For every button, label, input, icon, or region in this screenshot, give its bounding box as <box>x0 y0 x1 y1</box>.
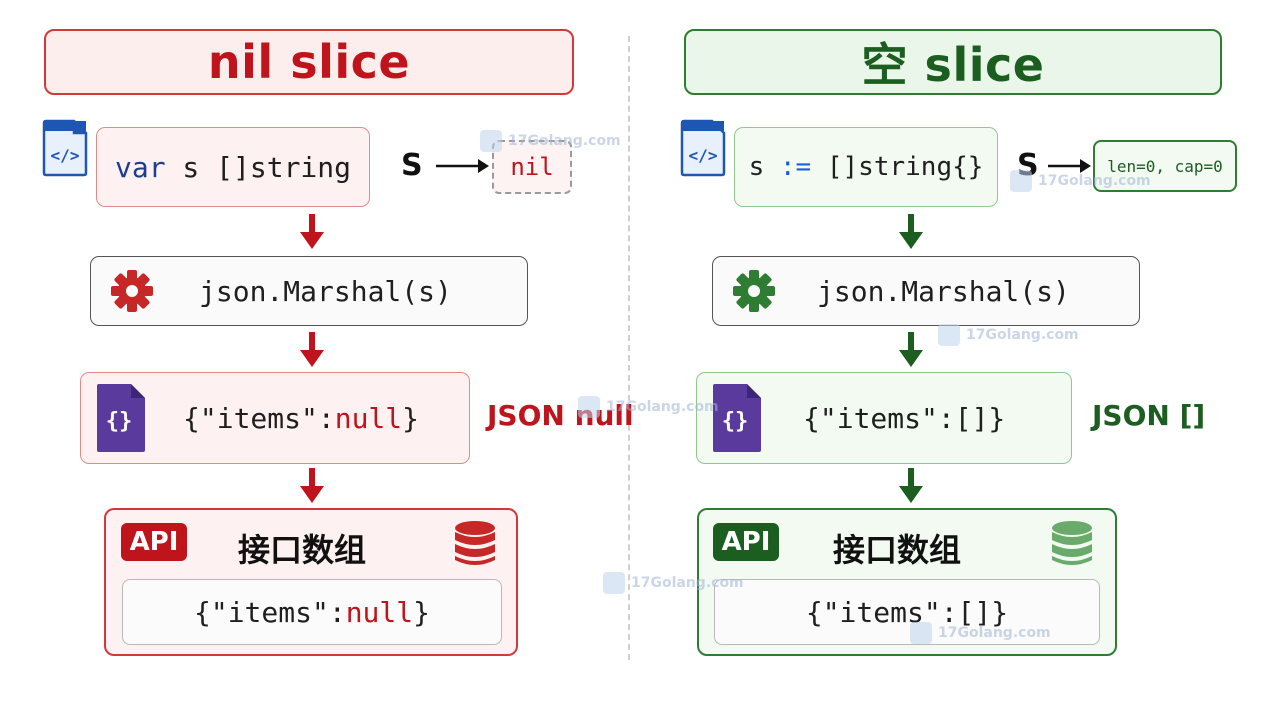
gear-icon <box>111 270 153 312</box>
gear-icon <box>733 270 775 312</box>
svg-text:</>: </> <box>51 146 80 165</box>
nil-api-json-box: {"items":null} <box>122 579 502 645</box>
empty-api-label: 接口数组 <box>833 531 962 569</box>
code-file-icon: </> <box>42 119 88 177</box>
empty-json-label: JSON [] <box>1092 399 1206 432</box>
arrow-down-icon <box>300 332 324 367</box>
null-value: null <box>334 401 403 435</box>
watermark-logo-icon <box>578 396 600 418</box>
nil-target-text: nil <box>510 153 554 181</box>
empty-slice-title-text: 空 slice <box>861 38 1045 92</box>
arrow-down-icon <box>300 468 324 503</box>
empty-slice-title: 空 slice <box>684 29 1222 95</box>
database-icon <box>455 521 495 565</box>
nil-target-box: nil <box>492 140 572 194</box>
arrow-down-icon <box>899 214 923 249</box>
nil-pointer-arrow <box>436 159 489 173</box>
database-icon <box>1052 521 1092 565</box>
nil-pointer-var: S <box>401 148 423 183</box>
watermark: 17Golang.com <box>910 622 1051 644</box>
assign-operator: := <box>779 152 812 182</box>
svg-text:{}: {} <box>106 409 133 434</box>
svg-text:{}: {} <box>722 409 749 434</box>
empty-marshal-text: json.Marshal(s) <box>817 274 1070 308</box>
null-value: null <box>345 595 414 629</box>
watermark: 17Golang.com <box>480 130 621 152</box>
nil-marshal-text: json.Marshal(s) <box>199 274 452 308</box>
watermark-logo-icon <box>938 324 960 346</box>
empty-target-text: len=0, cap=0 <box>1107 156 1223 176</box>
json-file-icon: {} <box>713 384 761 452</box>
center-divider <box>628 36 630 660</box>
watermark-logo-icon <box>910 622 932 644</box>
empty-json-text: {"items":[]} <box>803 401 1006 435</box>
nil-json-label: JSON null <box>487 399 634 432</box>
watermark: 17Golang.com <box>938 324 1079 346</box>
code-file-icon: </> <box>680 119 726 177</box>
nil-marshal-box: json.Marshal(s) <box>90 256 528 326</box>
nil-api-badge: API <box>121 523 187 561</box>
empty-decl-box: s := []string{} <box>734 127 998 207</box>
watermark: 17Golang.com <box>603 572 744 594</box>
nil-api-json-text: {"items":null} <box>193 595 430 629</box>
arrow-down-icon <box>899 468 923 503</box>
empty-api-json-box: {"items":[]} <box>714 579 1100 645</box>
nil-decl-code: var s []string <box>115 151 351 184</box>
nil-decl-box: var s []string <box>96 127 370 207</box>
watermark-logo-icon <box>1010 170 1032 192</box>
svg-text:</>: </> <box>689 146 718 165</box>
empty-decl-code: s := []string{} <box>748 152 984 182</box>
watermark: 17Golang.com <box>578 396 719 418</box>
empty-api-json-text: {"items":[]} <box>805 595 1009 629</box>
nil-slice-title: nil slice <box>44 29 574 95</box>
nil-json-box: {} {"items":null} <box>80 372 470 464</box>
nil-json-text: {"items":null} <box>183 401 420 435</box>
arrow-down-icon <box>300 214 324 249</box>
nil-api-label: 接口数组 <box>238 531 367 569</box>
nil-decl-rest: s []string <box>165 150 351 184</box>
arrow-down-icon <box>899 332 923 367</box>
watermark-logo-icon <box>603 572 625 594</box>
empty-api-badge: API <box>713 523 779 561</box>
empty-pointer-arrow <box>1048 159 1091 173</box>
nil-slice-title-text: nil slice <box>207 35 411 89</box>
empty-target-box: len=0, cap=0 <box>1093 140 1237 192</box>
empty-marshal-box: json.Marshal(s) <box>712 256 1140 326</box>
empty-json-box: {} {"items":[]} <box>696 372 1072 464</box>
var-keyword: var <box>114 150 166 184</box>
json-file-icon: {} <box>97 384 145 452</box>
watermark: 17Golang.com <box>1010 170 1151 192</box>
watermark-logo-icon <box>480 130 502 152</box>
